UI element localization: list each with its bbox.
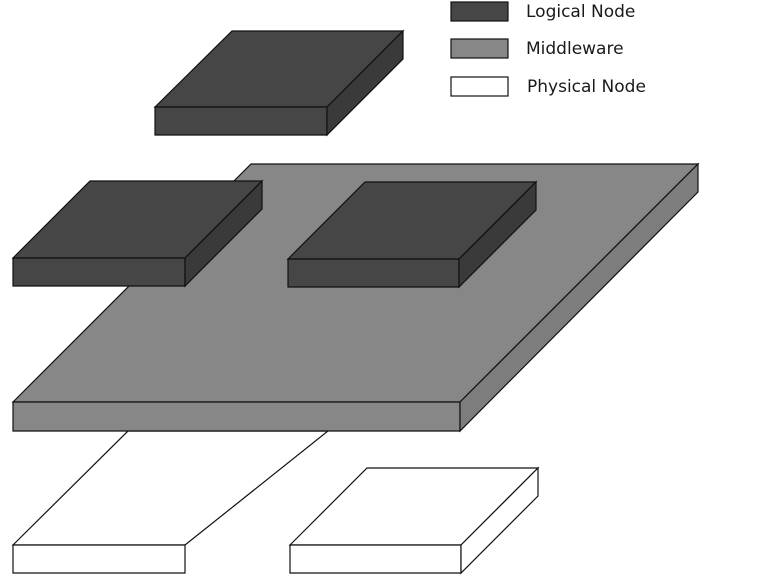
legend-label-middleware: Middleware [526, 39, 624, 59]
legend: Logical Node Middleware Physical Node [450, 1, 646, 97]
legend-swatch-middleware [450, 38, 509, 59]
logical-node-on-middleware-right [286, 180, 538, 289]
logical-node-top [153, 29, 405, 137]
physical-node-right [288, 466, 540, 575]
legend-swatch-logical-node [450, 1, 509, 22]
legend-item-physical-node: Physical Node [450, 76, 646, 97]
legend-swatch-physical-node [450, 76, 509, 97]
logical-node-on-middleware-left [11, 179, 264, 288]
legend-item-logical-node: Logical Node [450, 1, 635, 22]
legend-label-logical-node: Logical Node [526, 2, 635, 22]
legend-label-physical-node: Physical Node [527, 77, 646, 97]
legend-item-middleware: Middleware [450, 38, 624, 59]
physical-node-left [11, 430, 330, 574]
